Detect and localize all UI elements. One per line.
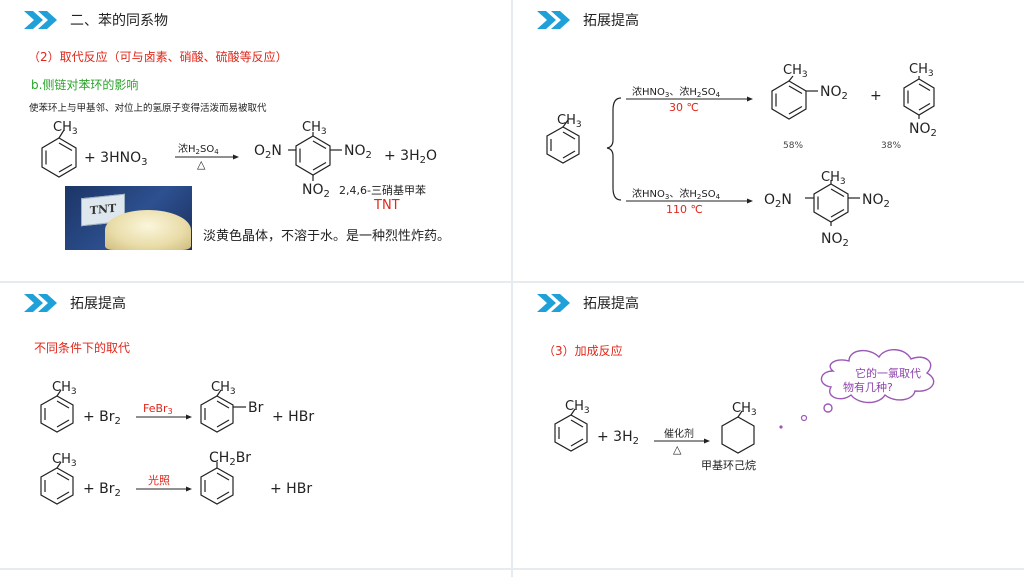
- svg-text:+ 3H2O: + 3H2O: [384, 148, 437, 166]
- svg-text:浓HNO3、浓H2SO4: 浓HNO3、浓H2SO4: [632, 188, 721, 201]
- toluene-structure: [40, 389, 74, 433]
- bromination-equations: CH3 + Br2 FeBr3 CH3 Br + HBr CH3 + Br2 光…: [40, 380, 314, 505]
- svg-text:NO2: NO2: [302, 182, 330, 200]
- branch-brace: [606, 97, 622, 201]
- svg-text:它的一氯取代: 它的一氯取代: [855, 366, 921, 380]
- benzyl-bromide-structure: [200, 462, 234, 505]
- double-chevron-right-icon: [537, 294, 570, 312]
- svg-text:△: △: [673, 443, 682, 456]
- panel-title: 拓展提高: [70, 296, 126, 312]
- svg-text:NO2: NO2: [909, 121, 937, 139]
- svg-text:Br: Br: [248, 400, 264, 416]
- svg-text:CH3: CH3: [783, 63, 808, 80]
- svg-text:CH3: CH3: [211, 380, 236, 397]
- tnt-structure: [288, 132, 342, 181]
- svg-text:CH3: CH3: [557, 113, 582, 130]
- slide-panel-partial: [0, 570, 511, 577]
- slide-panel-partial: [513, 570, 1024, 577]
- double-chevron-right-icon: [537, 11, 570, 29]
- thought-bubble: 它的一氯取代 物有几种?: [779, 349, 935, 429]
- svg-text:O2N: O2N: [764, 192, 792, 210]
- toluene-structure: [554, 408, 588, 452]
- panel-header: 二、苯的同系物: [24, 9, 168, 31]
- svg-text:CH3: CH3: [53, 120, 78, 137]
- svg-text:+ HBr: + HBr: [272, 409, 314, 425]
- svg-text:NO2: NO2: [820, 84, 848, 102]
- panel-header: 拓展提高: [537, 9, 639, 31]
- svg-text:CH3: CH3: [302, 120, 327, 137]
- panel-title: 二、苯的同系物: [70, 13, 168, 29]
- tnt-crystal-pile: [105, 210, 191, 250]
- svg-text:甲基环己烷: 甲基环己烷: [701, 458, 756, 472]
- panel-title: 拓展提高: [583, 296, 639, 312]
- toluene-structure: [41, 129, 77, 178]
- panel-header: 拓展提高: [537, 292, 639, 314]
- description-text: 使苯环上与甲基邻、对位上的氢原子变得活泼而易被取代: [29, 103, 267, 114]
- svg-text:CH3: CH3: [52, 452, 77, 469]
- svg-text:CH3: CH3: [565, 399, 590, 416]
- svg-text:+ Br2: + Br2: [83, 481, 121, 499]
- double-chevron-right-icon: [24, 294, 57, 312]
- svg-text:+ 3H2: + 3H2: [597, 429, 639, 447]
- svg-text:CH3: CH3: [52, 380, 77, 397]
- svg-text:CH3: CH3: [821, 170, 846, 187]
- svg-text:O2N: O2N: [254, 143, 282, 161]
- p-nitrotoluene-structure: [903, 76, 935, 119]
- o-nitrotoluene-structure: [771, 75, 818, 120]
- panel-title: 拓展提高: [583, 13, 639, 29]
- svg-text:CH3: CH3: [732, 401, 757, 418]
- toluene-structure: [40, 461, 74, 505]
- svg-text:NO2: NO2: [821, 231, 849, 249]
- svg-text:催化剂: 催化剂: [664, 427, 694, 440]
- slide-panel-bromination: 拓展提高 不同条件下的取代 CH3 + Br2 FeBr3 CH3 Br + H…: [0, 283, 511, 568]
- svg-text:NO2: NO2: [862, 192, 890, 210]
- svg-text:30 ℃: 30 ℃: [669, 101, 699, 114]
- panel-header: 拓展提高: [24, 292, 126, 314]
- svg-text:FeBr3: FeBr3: [143, 402, 173, 416]
- tnt-structure: [805, 180, 860, 226]
- temperature-nitration-scheme: CH3 浓HNO3、浓H2SO4 30 ℃ 浓HNO3、浓H2SO4 110 ℃…: [546, 62, 937, 249]
- svg-text:+ 3HNO3: + 3HNO3: [84, 150, 147, 168]
- o-bromotoluene-structure: [200, 389, 246, 433]
- slide-panel-benzene-homologs: 二、苯的同系物 （2）取代反应（可与卤素、硝酸、硫酸等反应） b.侧链对苯环的影…: [0, 0, 511, 281]
- point-label: b.侧链对苯环的影响: [31, 78, 139, 92]
- svg-text:光照: 光照: [148, 473, 170, 487]
- section-subtitle: （2）取代反应（可与卤素、硝酸、硫酸等反应）: [28, 50, 288, 64]
- svg-text:110 ℃: 110 ℃: [666, 203, 703, 216]
- hydrogenation-equation: CH3 + 3H2 催化剂 △ CH3 甲基环己烷 它的一氯取代 物有几种?: [554, 349, 935, 472]
- nitration-equation: CH3 + 3HNO3 浓H2SO4 △ CH3 NO2 O2N NO2 + 3…: [41, 120, 437, 200]
- methylcyclohexane-structure: [721, 410, 755, 454]
- svg-text:CH2Br: CH2Br: [209, 450, 251, 468]
- svg-text:浓H2SO4: 浓H2SO4: [178, 143, 219, 156]
- svg-text:+: +: [870, 88, 882, 104]
- product-name: 2,4,6-三硝基甲苯: [339, 184, 426, 197]
- svg-text:CH3: CH3: [909, 62, 934, 79]
- tnt-description: 淡黄色晶体，不溶于水。是一种烈性炸药。: [203, 229, 451, 244]
- svg-text:58%: 58%: [783, 141, 803, 151]
- svg-text:+ Br2: + Br2: [83, 409, 121, 427]
- double-chevron-right-icon: [24, 11, 57, 29]
- slide-panel-addition-reaction: 拓展提高 （3）加成反应 CH3 + 3H2 催化剂 △ CH3 甲基环己烷 它…: [513, 283, 1024, 568]
- tnt-photo: TNT: [65, 186, 192, 250]
- section-subtitle: （3）加成反应: [543, 344, 623, 358]
- toluene-structure: [546, 119, 580, 164]
- slide-panel-toluene-nitration: 拓展提高 CH3 浓HNO3、浓H2SO4 30 ℃ 浓HNO3、浓H2SO4 …: [513, 0, 1024, 281]
- product-abbreviation: TNT: [374, 198, 400, 213]
- svg-text:NO2: NO2: [344, 143, 372, 161]
- svg-text:浓HNO3、浓H2SO4: 浓HNO3、浓H2SO4: [632, 86, 721, 99]
- svg-text:△: △: [197, 158, 206, 171]
- svg-text:物有几种?: 物有几种?: [843, 380, 893, 394]
- svg-text:+ HBr: + HBr: [270, 481, 312, 497]
- svg-text:38%: 38%: [881, 141, 901, 151]
- section-subtitle: 不同条件下的取代: [34, 341, 131, 355]
